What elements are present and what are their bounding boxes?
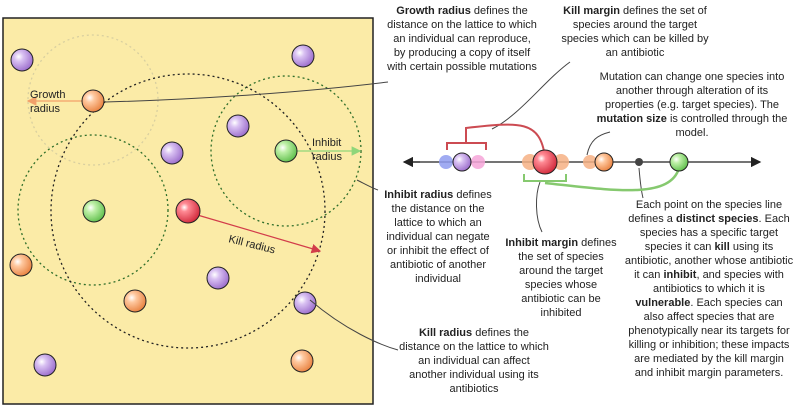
kill-radius-leader-line xyxy=(309,299,399,351)
vulnerable-term: vulnerable xyxy=(635,297,691,309)
individual-red xyxy=(175,198,201,224)
inhibit-radius-annotation: Inhibit radius defines the distance on t… xyxy=(380,188,496,286)
distinct-species-term: distinct species xyxy=(675,213,759,225)
inhibit-radius-leader-line xyxy=(356,179,379,191)
inhibit-term: inhibit xyxy=(663,269,697,281)
kill-radius-circle xyxy=(50,73,326,349)
kill-radius-term: Kill radius xyxy=(418,327,473,339)
kill-radius-description: defines the distance on the lattice to w… xyxy=(399,327,549,395)
species-faded-pink xyxy=(471,155,485,169)
species-faded-orange-small xyxy=(583,155,597,169)
kill-radius-annotation: Kill radius defines the distance on the … xyxy=(398,326,550,396)
species-line-annotation: Each point on the species line defines a… xyxy=(624,198,794,380)
individual-green xyxy=(82,199,106,223)
individual-orange xyxy=(290,349,314,373)
growth-radius-annotation: Growth radius defines the distance on th… xyxy=(387,4,537,74)
inhibit-margin-leader-line xyxy=(536,181,543,233)
inhibit-margin-bracket xyxy=(523,174,567,182)
individual-purple xyxy=(160,141,184,165)
growth-leader-line xyxy=(104,81,389,103)
kill-margin-description: defines the set of species around the ta… xyxy=(561,5,709,59)
kill-term: kill xyxy=(714,241,730,253)
individual-purple xyxy=(10,48,34,72)
individual-green xyxy=(274,139,298,163)
species-line-text-2: . Each species has a specific target spe… xyxy=(639,213,790,253)
individual-orange xyxy=(9,253,33,277)
individual-purple xyxy=(291,44,315,68)
individual-purple xyxy=(293,291,317,315)
kill-margin-annotation: Kill margin defines the set of species a… xyxy=(560,4,710,60)
growth-radius-term: Growth radius xyxy=(396,5,471,17)
individual-purple xyxy=(226,114,250,138)
kill-radius-arrow xyxy=(193,213,322,254)
inhibit-radius-panel-label: Inhibit radius xyxy=(312,137,342,163)
individual-purple xyxy=(33,353,57,377)
kill-margin-term: Kill margin xyxy=(563,5,620,17)
individual-orange xyxy=(81,89,105,113)
kill-margin-bracket xyxy=(446,142,487,150)
species-faded-orange-right xyxy=(553,154,569,170)
growth-radius-label: Growth radius xyxy=(30,89,66,115)
species-dark-dot xyxy=(635,158,643,166)
inhibit-arrow xyxy=(544,167,681,192)
species-line-text-5: . Each species can also affect species t… xyxy=(628,297,790,379)
mutation-description-post: is controlled through the model. xyxy=(666,113,788,139)
growth-radius-description: defines the distance on the lattice to w… xyxy=(387,5,537,73)
species-line-leader-line xyxy=(638,167,644,199)
mutation-description-pre: Mutation can change one species into ano… xyxy=(599,71,785,111)
species-line-text-4: , and species with antibiotics to which … xyxy=(653,269,784,295)
mutation-size-term: mutation size xyxy=(596,113,667,125)
individual-orange xyxy=(123,289,147,313)
species-faded-blue xyxy=(439,155,453,169)
species-green xyxy=(669,152,689,172)
inhibit-margin-term: Inhibit margin xyxy=(505,237,579,249)
mutation-leader-line xyxy=(586,131,611,156)
mutation-annotation: Mutation can change one species into ano… xyxy=(596,70,788,140)
species-purple-target xyxy=(452,152,472,172)
inhibit-radius-circle-2 xyxy=(17,134,169,286)
inhibit-margin-description: defines the set of species around the ta… xyxy=(518,237,617,319)
individual-purple xyxy=(206,266,230,290)
species-line-text-1: Each point on the species line defines a xyxy=(628,199,783,225)
species-line-text-3: using its antibiotic, another whose anti… xyxy=(624,241,794,281)
kill-arrow xyxy=(465,123,546,158)
inhibit-radius-description: defines the distance on the lattice to w… xyxy=(386,189,492,285)
species-orange xyxy=(594,152,614,172)
inhibit-radius-term: Inhibit radius xyxy=(384,189,454,201)
inhibit-margin-annotation: Inhibit margin defines the set of specie… xyxy=(505,236,617,320)
species-red xyxy=(532,149,558,175)
